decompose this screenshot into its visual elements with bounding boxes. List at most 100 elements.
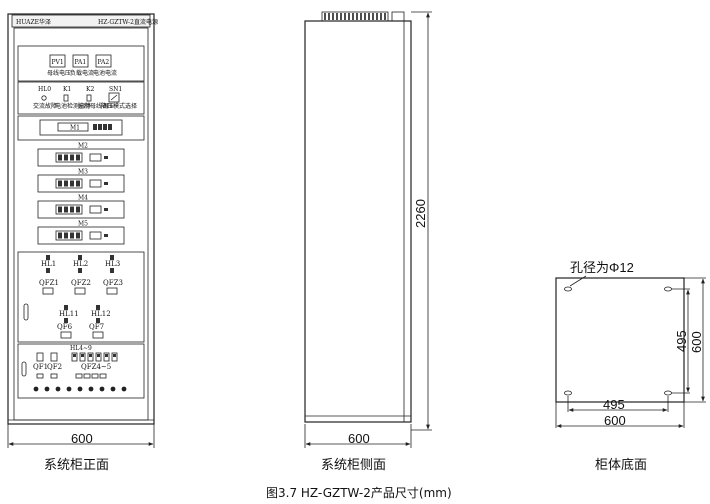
module-display [55, 178, 83, 189]
breaker-label: QF6 [57, 323, 73, 331]
mounting-holes [564, 286, 672, 396]
base-outline [555, 277, 685, 403]
side-top-block [391, 11, 405, 22]
control-panel [17, 81, 145, 115]
meter-pv1: PV1 母线电压 [47, 54, 71, 77]
breaker-handle-icon [74, 287, 86, 295]
monitor-screen [57, 122, 89, 132]
indicator-lamp-icon [55, 386, 61, 392]
svg-text:负载电流: 负载电流 [70, 69, 94, 77]
hole-icon [664, 286, 672, 292]
svg-text:PA2: PA2 [98, 59, 110, 66]
monitor-buttons [93, 124, 112, 130]
front-cabinet-outline [7, 13, 155, 425]
module-display [55, 152, 83, 163]
bottom-breaker-panel [17, 343, 145, 399]
breaker-handle-icon [87, 352, 94, 362]
breaker-label: QFZ1 [39, 279, 59, 287]
lower-handle-icon [21, 361, 27, 377]
bottom-header-label: HL4~9 [70, 345, 92, 352]
brand-label: HUAZE华泽 [16, 18, 51, 26]
module-m3: M3 [37, 169, 125, 193]
front-caption: 系统柜正面 [44, 458, 109, 473]
side-top-vent [321, 11, 389, 22]
breaker-label: QFZ3 [103, 279, 123, 287]
monitor-panel [17, 115, 145, 141]
breaker-handle-icon [50, 352, 58, 362]
door-handle-icon [23, 303, 29, 321]
lamp-label: HL2 [73, 260, 88, 268]
module-switch-icon [89, 153, 102, 162]
indicator-icon [46, 255, 50, 260]
front-width-label: 600 [71, 431, 93, 446]
side-height-label: 2260 [413, 199, 428, 228]
module-display [55, 230, 83, 241]
front-view: HUAZE华泽 HZ-GZTW-2直流电源 PV1 母线电压 PA1 负载电流 … [7, 13, 158, 473]
svg-text:电池检测启停: 电池检测启停 [55, 102, 91, 110]
indicator-lamp-icon [33, 386, 39, 392]
indicator-lamp-icon [88, 386, 94, 392]
switch-k2-label: K2 [86, 86, 94, 93]
base-view: 孔径为Φ12 495 600 495 600 柜体底面 [555, 260, 706, 473]
side-cabinet-outline [304, 20, 412, 423]
indicator-lamp-icon [66, 386, 72, 392]
model-label: HZ-GZTW-2直流电源 [98, 18, 158, 26]
indicator-lamp-icon [99, 386, 105, 392]
module-switch-icon [89, 205, 102, 214]
module-m4: M4 [37, 195, 125, 219]
meter-pa1: PA1 负载电流 [70, 54, 94, 77]
meter-panel [17, 45, 145, 82]
base-caption: 柜体底面 [595, 457, 647, 473]
hole-icon [564, 390, 572, 396]
hole-icon [564, 286, 572, 292]
module-label: M3 [78, 169, 88, 176]
svg-text:降压模式选择: 降压模式选择 [101, 102, 137, 110]
side-view: 2260 600 系统柜侧面 [304, 11, 432, 473]
breaker-handle-icon [106, 287, 118, 295]
module-label: M5 [78, 221, 88, 228]
indicator-icon [64, 305, 68, 310]
indicator-icon [96, 305, 100, 310]
lamp-label: HL1 [41, 260, 56, 268]
breaker-handle-icon [60, 331, 72, 339]
indicator-lamp-icon [121, 386, 127, 392]
svg-text:控制母线调压: 控制母线调压 [78, 102, 114, 110]
breaker-handle-icon [71, 352, 78, 362]
side-width-label: 600 [348, 431, 370, 446]
switch-k1-icon [63, 94, 69, 102]
breaker-handle-icon [36, 352, 44, 362]
indicator-icon [78, 255, 82, 260]
base-outer-height-label: 600 [689, 331, 704, 353]
module-switch-icon [89, 179, 102, 188]
hole-icon [664, 390, 672, 396]
svg-text:交流故障: 交流故障 [33, 102, 57, 110]
lamp-label: HL3 [105, 260, 120, 268]
breaker-handle-icon [111, 352, 118, 362]
module-m2: M2 [37, 143, 125, 167]
hole-diameter-label: 孔径为Φ12 [570, 260, 634, 275]
base-inner-height-label: 495 [674, 330, 689, 352]
svg-text:母线电压: 母线电压 [47, 69, 71, 77]
module-label: M2 [78, 143, 88, 150]
lamp-hl0-label: HL0 [38, 86, 51, 93]
base-inner-width-label: 495 [603, 397, 625, 412]
lamp-label: HL11 [59, 310, 79, 318]
lamp-hl0-icon [41, 95, 47, 101]
front-header-band [11, 14, 151, 28]
svg-text:电池电流: 电池电流 [93, 69, 117, 77]
selector-sn1-icon [108, 92, 120, 103]
breaker-handle-icon [103, 352, 110, 362]
monitor-label: M1 [70, 125, 80, 132]
indicator-icon [110, 255, 114, 260]
indicator-lamp-icon [44, 386, 50, 392]
